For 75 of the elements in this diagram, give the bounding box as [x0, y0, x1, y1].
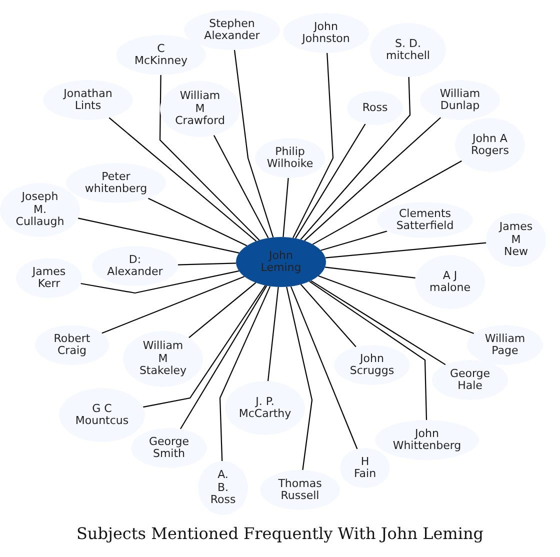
- person-ellipse: [198, 461, 248, 515]
- person-ellipse: [377, 202, 473, 238]
- person-name: John Whittenberg: [392, 428, 462, 452]
- person-name: C McKinney: [134, 42, 188, 68]
- person-ellipse: [283, 13, 369, 53]
- person-name: A. B. Ross: [210, 469, 236, 507]
- connector-line: [310, 280, 446, 366]
- connector-line: [318, 275, 474, 334]
- connector-line: [304, 117, 442, 242]
- person-ellipse: [131, 428, 207, 468]
- person-name: George Hale: [450, 368, 490, 392]
- person-name: James Kerr: [32, 266, 66, 290]
- central-person-ellipse: [236, 237, 326, 287]
- person-name: John Leming: [260, 250, 302, 274]
- person-name: Stephen Alexander: [204, 18, 260, 42]
- person-name: S. D. mitchell: [386, 38, 430, 62]
- person-ellipse: [225, 381, 305, 435]
- connector-line: [80, 270, 240, 294]
- connector-line: [324, 266, 416, 278]
- connector-line: [267, 286, 279, 382]
- connector-line: [234, 50, 274, 238]
- person-name: Thomas Russell: [278, 478, 322, 502]
- connector-line: [282, 178, 289, 238]
- person-ellipse: [260, 470, 340, 510]
- person-name: John Scruggs: [350, 352, 394, 378]
- person-name: William Page: [484, 332, 526, 358]
- connector-line: [143, 285, 266, 408]
- connector-line: [78, 218, 240, 254]
- person-ellipse: [334, 345, 410, 385]
- person-name: Ross: [362, 102, 388, 114]
- person-name: John Johnston: [302, 20, 350, 46]
- connector-line: [320, 230, 388, 251]
- connector-line: [295, 124, 366, 239]
- person-name: William Dunlap: [440, 88, 480, 112]
- person-name: J. P. McCarthy: [238, 396, 292, 420]
- connector-line: [178, 262, 236, 266]
- person-name: Peter whitenberg: [84, 170, 148, 196]
- connector-line: [300, 76, 411, 240]
- person-name: H Fain: [354, 456, 376, 480]
- chart-title: Subjects Mentioned Frequently With John Leming: [76, 524, 484, 543]
- connector-line: [159, 75, 260, 240]
- connector-line: [300, 284, 356, 348]
- connector-line: [102, 276, 245, 334]
- person-ellipse: [35, 325, 109, 365]
- person-name: Jonathan Lints: [64, 88, 112, 112]
- person-name: John A Rogers: [471, 132, 509, 158]
- connector-line: [292, 52, 334, 238]
- person-name: Joseph M. Cullaugh: [16, 191, 64, 229]
- connector-line: [286, 286, 313, 470]
- connector-line: [309, 280, 428, 420]
- person-ellipse: [347, 91, 403, 125]
- connector-line: [108, 117, 257, 242]
- connector-line: [180, 285, 268, 430]
- person-name: William M Stakeley: [139, 340, 187, 378]
- person-ellipse: [123, 331, 203, 387]
- connector-line: [213, 135, 269, 238]
- person-ellipse: [340, 448, 390, 488]
- connector-line: [148, 198, 248, 246]
- connector-line: [312, 160, 462, 245]
- person-ellipse: [66, 163, 166, 203]
- person-ellipse: [255, 138, 325, 178]
- person-name: James M New: [499, 221, 533, 259]
- person-name: George Smith: [148, 436, 190, 460]
- person-name: A J malone: [430, 270, 470, 294]
- connector-line: [290, 286, 358, 450]
- person-name: Philip Wilhoike: [266, 146, 314, 170]
- person-name: G C Mountcus: [75, 402, 129, 428]
- connector-line: [188, 282, 256, 338]
- person-name: William M Crawford: [175, 90, 225, 128]
- person-name: D: Alexander: [107, 254, 163, 278]
- connector-line: [219, 286, 271, 462]
- person-name: Clements Satterfield: [396, 208, 454, 232]
- person-ellipse: [160, 81, 240, 137]
- person-name: Robert Craig: [54, 332, 90, 358]
- connector-line: [325, 242, 486, 258]
